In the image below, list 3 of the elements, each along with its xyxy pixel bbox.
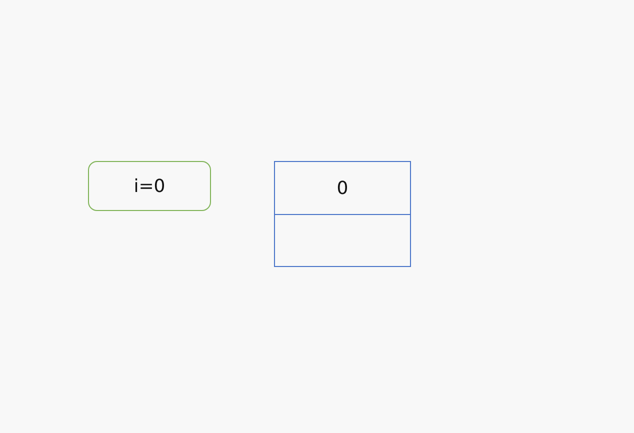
empty-array-cell [274,214,411,267]
array-cell: 0 [274,161,411,215]
variable-box: i=0 [88,161,211,211]
